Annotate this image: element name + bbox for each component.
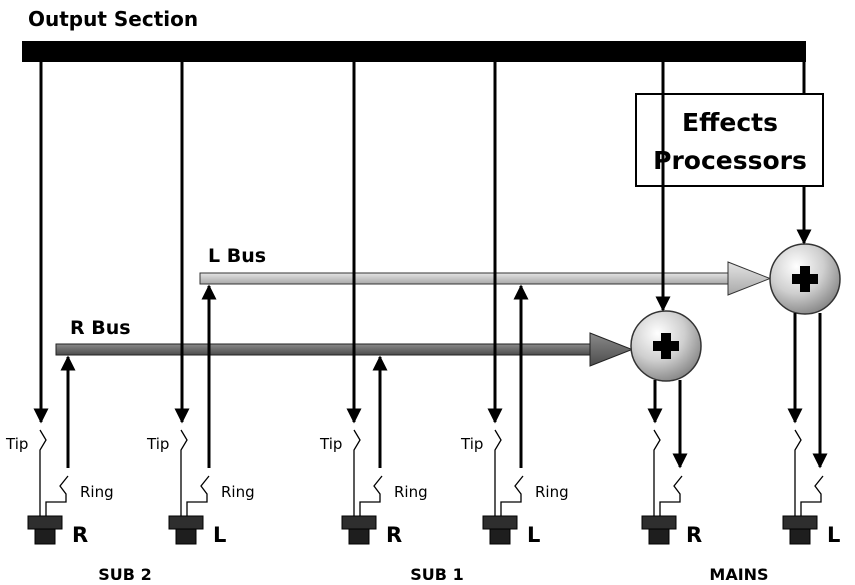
effects-label-line1: Effects [682, 108, 778, 137]
r-bus-label: R Bus [70, 317, 131, 339]
effects-processors-box [635, 93, 824, 187]
tip-contact [39, 429, 47, 516]
jack-1 [27, 429, 69, 545]
diagram-title: Output Section [28, 7, 198, 31]
ring-contact [659, 475, 683, 516]
mains-l-summer [769, 243, 841, 315]
tip-label: Tip [5, 435, 28, 453]
mains-r-summer [630, 310, 702, 382]
tip-contact [180, 429, 188, 516]
jack-side-label: L [213, 523, 226, 547]
jack-side-label: R [386, 523, 402, 547]
jack-5 [641, 429, 683, 545]
ring-contact [800, 475, 824, 516]
effects-label-line2: Processors [653, 146, 807, 175]
group-label-sub-2: SUB 2 [98, 565, 151, 584]
ring-label: Ring [80, 483, 114, 501]
tip-label: Tip [146, 435, 169, 453]
jack-side-label: L [527, 523, 540, 547]
plug-top [641, 515, 677, 530]
plus-icon [653, 333, 679, 359]
plug-base [34, 528, 56, 545]
plug-top [168, 515, 204, 530]
output-feed-arrows [33, 62, 812, 424]
tip-contact [653, 429, 661, 516]
jack-3 [341, 429, 383, 545]
jack-side-label: R [72, 523, 88, 547]
ring-label: Ring [535, 483, 569, 501]
mains-output-arrows [647, 313, 828, 469]
plug-top [27, 515, 63, 530]
ring-label: Ring [394, 483, 428, 501]
tip-label: Tip [460, 435, 483, 453]
group-label-sub-1: SUB 1 [410, 565, 463, 584]
ring-label: Ring [221, 483, 255, 501]
ring-contact [186, 475, 210, 516]
l-bus [199, 261, 772, 296]
ring-contact [500, 475, 524, 516]
tip-contact [353, 429, 361, 516]
ring-return-arrows [60, 284, 529, 468]
l-bus-label: L Bus [208, 245, 266, 267]
jack-4 [482, 429, 524, 545]
jack-2 [168, 429, 210, 545]
tip-contact [494, 429, 502, 516]
group-label-mains: MAINS [709, 565, 768, 584]
plug-top [482, 515, 518, 530]
jack-side-label: L [827, 523, 840, 547]
plug-base [489, 528, 511, 545]
jack-6 [782, 429, 824, 545]
plug-base [789, 528, 811, 545]
output-bar [22, 41, 806, 62]
tip-contact [794, 429, 802, 516]
plug-top [341, 515, 377, 530]
plug-base [175, 528, 197, 545]
jack-side-label: R [686, 523, 702, 547]
ring-contact [45, 475, 69, 516]
plus-icon [792, 266, 818, 292]
ring-contact [359, 475, 383, 516]
plug-base [348, 528, 370, 545]
tip-label: Tip [319, 435, 342, 453]
r-bus [55, 332, 634, 367]
plug-base [648, 528, 670, 545]
plug-top [782, 515, 818, 530]
